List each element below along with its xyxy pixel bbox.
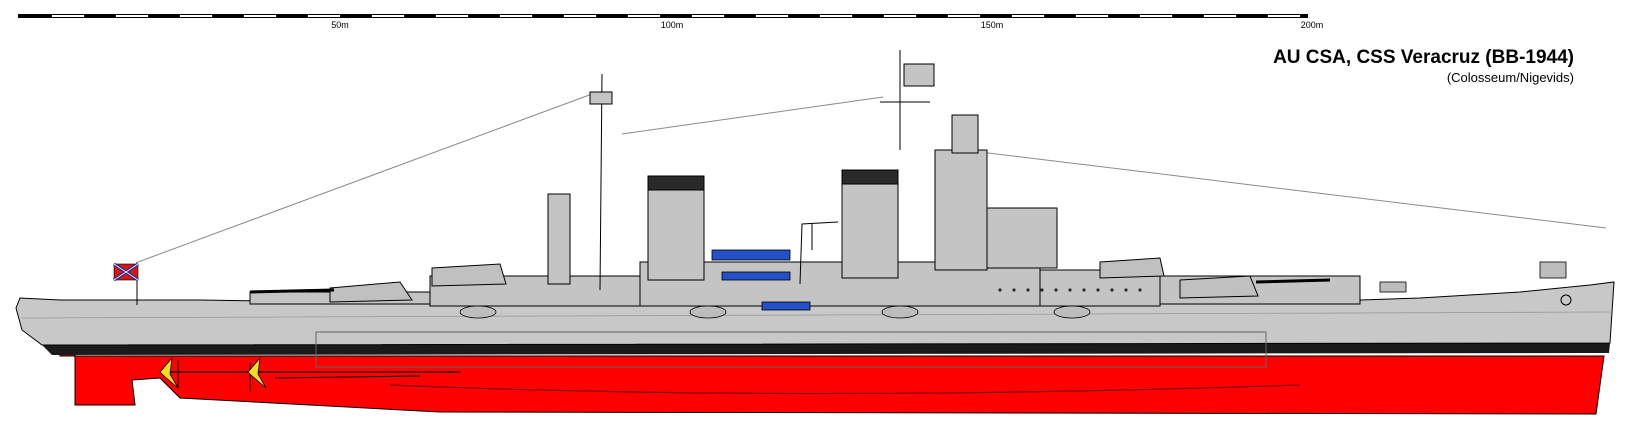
main-turrets: [249, 257, 1331, 303]
masts: [589, 50, 935, 291]
forecastle-mount: [1379, 281, 1407, 293]
scale-segment: [1268, 15, 1300, 17]
scale-bar: 50m 100m 150m 200m: [18, 14, 1323, 30]
bilge-keel: [389, 384, 1301, 395]
scale-segment: [372, 15, 404, 17]
boat-upper: [711, 249, 791, 261]
deck-line: [21, 311, 1613, 319]
propeller-icon: [159, 356, 267, 389]
porthole: [1012, 288, 1016, 292]
porthole: [1096, 288, 1100, 292]
bow-mount: [1539, 261, 1567, 279]
portholes: [998, 288, 1142, 292]
scale-segment: [820, 15, 852, 17]
porthole: [1068, 288, 1072, 292]
rigging-fore-stay: [979, 151, 1607, 229]
turret-x: [431, 263, 507, 287]
scale-label-100m: 100m: [661, 20, 684, 30]
rigging-mast-link: [621, 96, 884, 135]
propeller-fwd: [247, 356, 267, 389]
scale-segment: [692, 15, 724, 17]
turret-y-guns: [249, 288, 335, 294]
porthole: [998, 288, 1002, 292]
flag-cross-border: [113, 263, 139, 281]
ship-boats: [711, 249, 811, 311]
scale-segment: [436, 15, 468, 17]
porthole: [1040, 288, 1044, 292]
funnel-aft-cap: [647, 175, 705, 191]
scale-segment: [756, 15, 788, 17]
mainmast-platform: [589, 91, 613, 105]
ship-subtitle: (Colosseum/Nigevids): [1447, 70, 1574, 85]
rigging-aft-stay: [137, 93, 593, 263]
porthole: [1054, 288, 1058, 292]
porthole: [1138, 288, 1142, 292]
funnel-fore: [841, 173, 899, 279]
bridge-tower: [934, 149, 988, 271]
turret-a: [1099, 257, 1165, 279]
scale-segment: [1204, 15, 1236, 17]
scale-segment: [948, 15, 980, 17]
hull-underwater: [59, 349, 1605, 415]
bridge-wings: [986, 207, 1058, 269]
radar-antenna: [903, 63, 935, 87]
porthole: [1110, 288, 1114, 292]
boot-topping: [42, 343, 1610, 355]
porthole: [1026, 288, 1030, 292]
scale-label-200m: 200m: [1301, 20, 1324, 30]
anchor-icon: [1560, 294, 1572, 306]
scale-segment: [1076, 15, 1108, 17]
scale-segment: [628, 15, 660, 17]
scale-segment: [1012, 15, 1044, 17]
scale-segment: [884, 15, 916, 17]
scale-bar-frame: [18, 14, 1308, 18]
scale-segment: [180, 15, 212, 17]
scale-segment: [564, 15, 596, 17]
secondary-mount-3: [881, 305, 919, 319]
propeller-shaft-outer: [274, 375, 421, 379]
scale-label-50m: 50m: [331, 20, 349, 30]
scale-segment: [500, 15, 532, 17]
scale-segment: [116, 15, 148, 17]
propeller-aft: [159, 356, 179, 389]
turret-y: [329, 281, 413, 303]
ship-title: AU CSA, CSS Veracruz (BB-1944): [1273, 47, 1574, 68]
secondary-mount-1: [459, 305, 497, 319]
scale-label-150m: 150m: [981, 20, 1004, 30]
scale-bar-segments: [52, 15, 1300, 17]
funnel-fore-cap: [841, 169, 899, 185]
turret-b: [1179, 275, 1259, 299]
scale-segment: [1140, 15, 1172, 17]
turret-b-guns: [1255, 278, 1331, 284]
scale-segment: [244, 15, 276, 17]
rigging: [137, 93, 1607, 263]
rudder-struts: [177, 360, 251, 392]
aft-tower: [547, 193, 571, 285]
secondary-mounts: [459, 261, 1567, 319]
boat-middle: [721, 271, 791, 281]
boat-crane: [799, 221, 839, 285]
porthole: [1082, 288, 1086, 292]
hull-lower: [59, 349, 1605, 415]
porthole: [1124, 288, 1128, 292]
boat-lower: [761, 301, 811, 311]
superstructure: [249, 114, 1361, 307]
scale-segment: [308, 15, 340, 17]
mainmast: [599, 73, 603, 291]
bridge-top: [951, 114, 979, 154]
crane-arm: [799, 221, 839, 285]
secondary-mount-4: [1053, 305, 1091, 319]
scale-segment: [52, 15, 84, 17]
armor-belt-outline: [315, 331, 1267, 368]
funnel-aft: [647, 179, 705, 281]
secondary-mount-2: [689, 305, 727, 319]
confederate-naval-jack-icon: [113, 262, 139, 305]
